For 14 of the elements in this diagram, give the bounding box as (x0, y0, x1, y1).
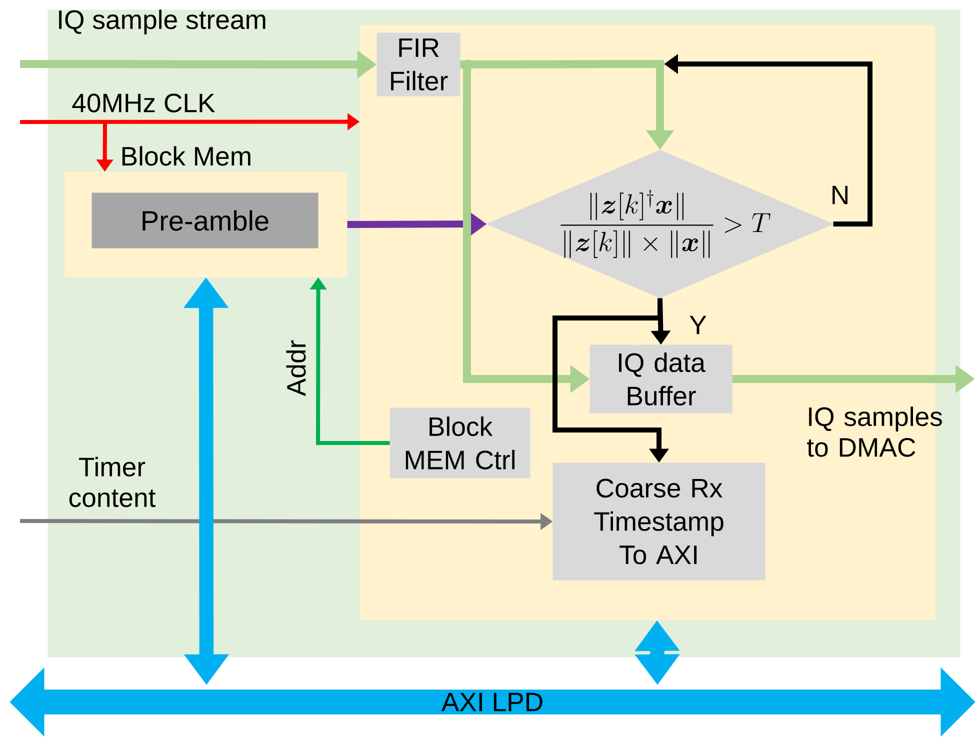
process-box: FIR Filter (376, 32, 460, 96)
edge-label: IQ samples to DMAC (807, 406, 942, 457)
box-heading: Block Mem (122, 146, 250, 166)
edge-label: Y (690, 316, 706, 334)
process-box: Coarse Rx Timestamp To AXI (552, 462, 766, 580)
formula: $\frac{\|\boldsymbol{z}[k]^{\dagger}\boldsymbol{x}\|}{\|\boldsymbol{z}[k]\|\times\|\boldsymbol{x}\|}>T$ (560, 190, 770, 258)
preamble-box: Pre-amble (92, 192, 318, 248)
edge-label: N (832, 186, 848, 204)
edge-label: 40MHz CLK (72, 94, 215, 112)
edge-label: IQ sample stream (59, 10, 266, 34)
edge-label: Timer content (69, 456, 156, 508)
edge-label: Addr (286, 340, 306, 396)
process-box: IQ data Buffer (590, 344, 732, 414)
process-box: Block MEM Ctrl (390, 408, 530, 478)
